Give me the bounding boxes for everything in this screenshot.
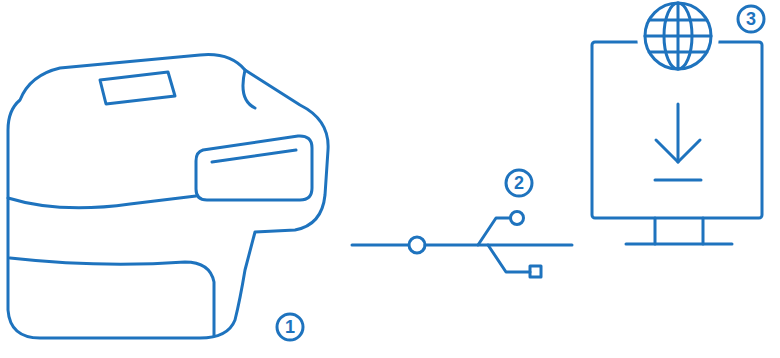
callout-number: 3 [737, 5, 765, 33]
usb-symbol [352, 212, 572, 278]
handheld-device [8, 55, 328, 338]
callout-circle [506, 170, 532, 196]
globe-symbol [640, 0, 716, 74]
callout-circle [738, 6, 764, 32]
callout-number: 1 [276, 313, 304, 341]
callout-circle [277, 314, 303, 340]
callout-number: 2 [505, 169, 533, 197]
